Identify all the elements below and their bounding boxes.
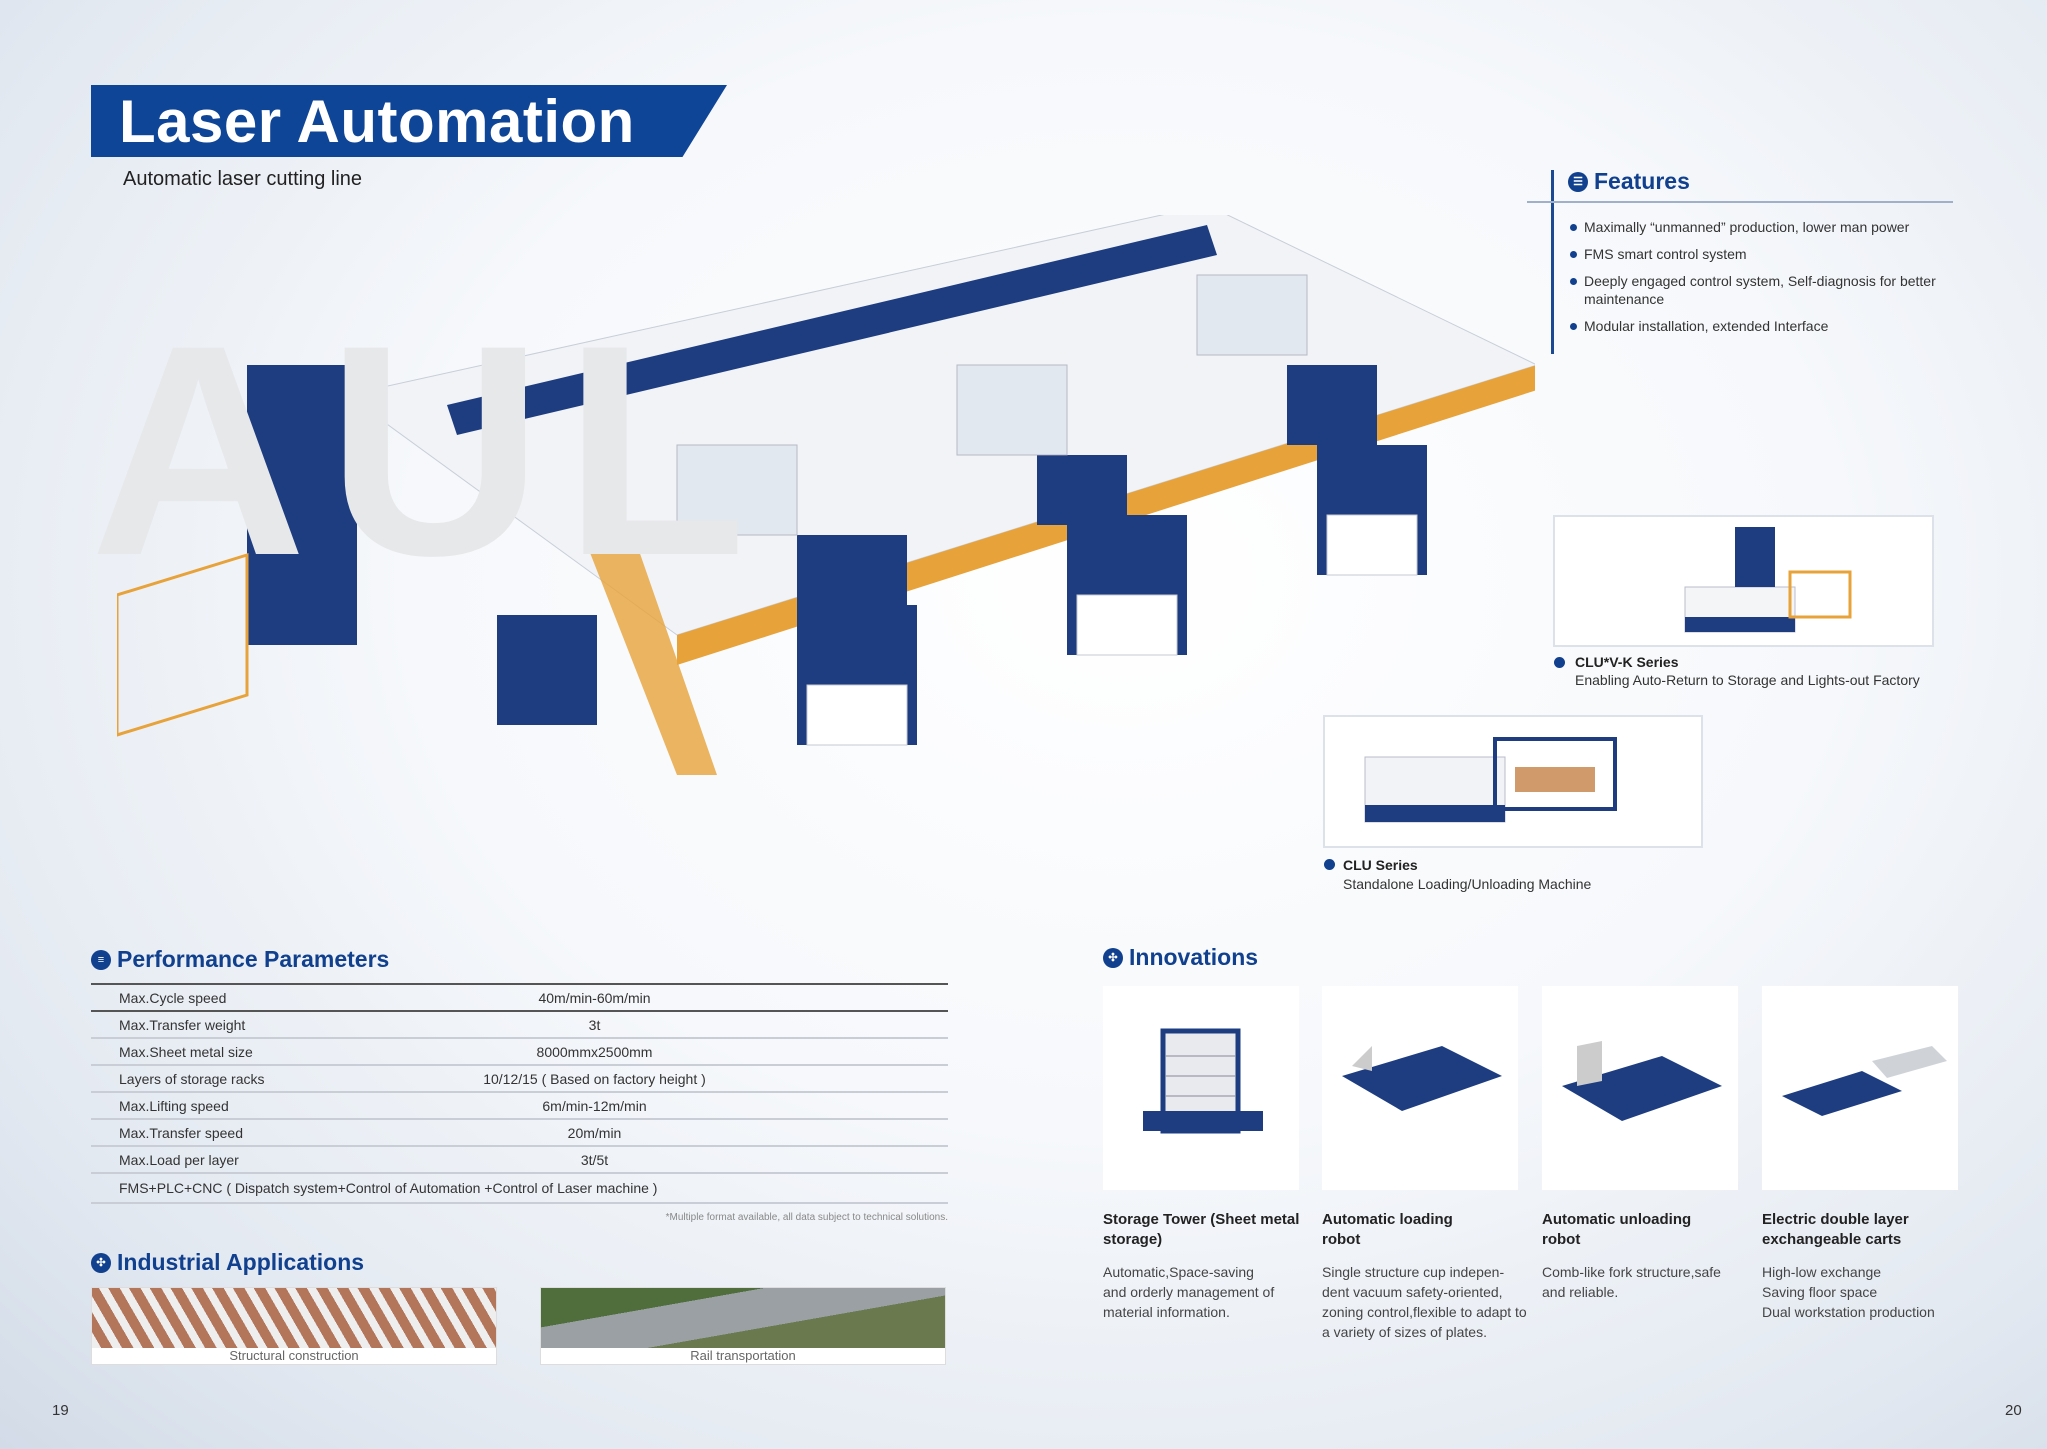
innovation-title: Automatic unloading robot: [1542, 1211, 1692, 1248]
applications-icon: ✣: [91, 1252, 111, 1273]
parameters-icon: ≡: [91, 949, 111, 970]
laser-line-illustration: [115, 204, 1539, 835]
application-card: Rail transportation: [540, 1287, 946, 1365]
features-heading: ☰Features: [1568, 168, 1690, 195]
series-desc: Standalone Loading/Unloading Machine: [1343, 876, 1592, 892]
series-desc: Enabling Auto-Return to Storage and Ligh…: [1575, 672, 1920, 688]
series-name: CLU Series: [1343, 857, 1418, 873]
innovation-title: Storage Tower (Sheet metal storage): [1103, 1211, 1300, 1248]
table-row: FMS+PLC+CNC ( Dispatch system+Control of…: [91, 1173, 948, 1204]
page-title: Laser Automation: [119, 88, 635, 155]
innovations-icon: ✣: [1103, 947, 1123, 968]
subtitle: Automatic laser cutting line: [123, 168, 363, 190]
feature-item: Modular installation, extended Interface: [1570, 317, 1970, 335]
footnote: *Multiple format available, all data sub…: [665, 1212, 948, 1223]
clu-vk-image: [1553, 515, 1934, 647]
feature-item: Deeply engaged control system, Self-diag…: [1570, 272, 1970, 308]
innovation-desc: High-low exchange Saving floor space Dua…: [1762, 1264, 1935, 1320]
application-card: Structural construction: [91, 1287, 497, 1365]
series-name: CLU*V-K Series: [1575, 654, 1679, 670]
loading-robot-image: [1322, 986, 1518, 1190]
rail-photo: [541, 1288, 945, 1348]
storage-tower-image: [1103, 986, 1299, 1190]
bullet-icon: [1324, 859, 1335, 870]
bullet-icon: [1554, 657, 1565, 668]
innovation-title: Electric double layer exchangeable carts: [1762, 1211, 1909, 1248]
feature-item: FMS smart control system: [1570, 245, 1970, 263]
construction-photo: [92, 1288, 496, 1348]
features-rule: [1527, 201, 1953, 203]
features-divider: [1551, 170, 1554, 354]
innovation-desc: Single structure cup indepen-dent vacuum…: [1322, 1264, 1527, 1340]
innovation-title: Automatic loading robot: [1322, 1211, 1453, 1248]
innovations-heading: ✣Innovations: [1103, 944, 1258, 971]
innovation-desc: Automatic,Space-saving and orderly manag…: [1103, 1264, 1275, 1320]
exchangeable-carts-image: [1762, 986, 1958, 1190]
features-list: Maximally “unmanned” production, lower m…: [1570, 218, 1970, 344]
performance-heading: ≡Performance Parameters: [91, 946, 389, 973]
unloading-robot-image: [1542, 986, 1738, 1190]
clu-image: [1323, 715, 1703, 848]
page-number-right: 20: [2005, 1402, 2022, 1419]
list-icon: ☰: [1568, 171, 1588, 192]
innovation-desc: Comb-like fork structure,safe and reliab…: [1542, 1264, 1721, 1300]
title-banner: Laser Automation: [91, 85, 727, 157]
applications-heading: ✣Industrial Applications: [91, 1249, 364, 1276]
feature-item: Maximally “unmanned” production, lower m…: [1570, 218, 1970, 236]
page-number-left: 19: [52, 1402, 69, 1419]
